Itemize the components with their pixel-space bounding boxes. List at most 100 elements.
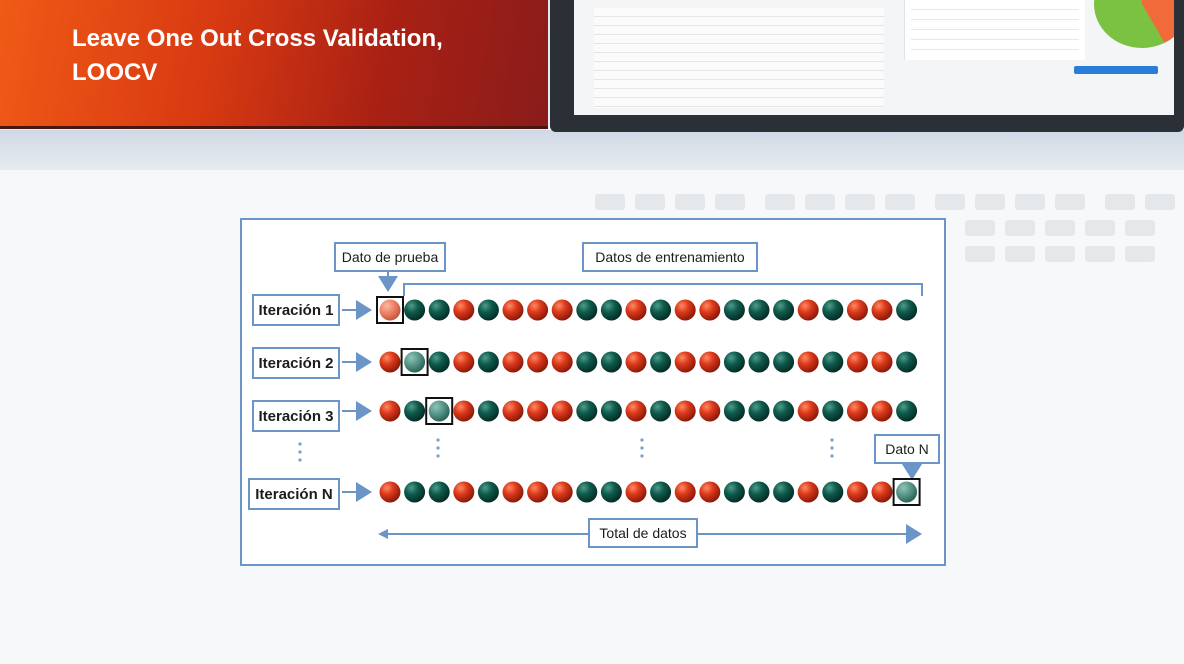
data-point-green bbox=[404, 299, 426, 321]
held-out-data-point bbox=[896, 481, 918, 503]
training-data-label: Datos de entrenamiento bbox=[582, 242, 758, 272]
data-point-green bbox=[896, 299, 918, 321]
background-keyboard bbox=[585, 180, 1184, 300]
data-point-green bbox=[428, 481, 450, 503]
held-out-highlight-box bbox=[425, 397, 454, 425]
held-out-data-point bbox=[379, 299, 401, 321]
total-arrow-left-head bbox=[378, 529, 388, 539]
ellipsis-dots bbox=[298, 438, 834, 462]
data-point-red bbox=[625, 400, 647, 422]
data-point-green bbox=[773, 299, 795, 321]
data-point-red bbox=[699, 400, 721, 422]
data-point-green bbox=[822, 400, 844, 422]
held-out-data-point bbox=[404, 351, 426, 373]
data-point-green bbox=[748, 299, 770, 321]
data-point-green bbox=[576, 400, 598, 422]
data-point-red bbox=[625, 351, 647, 373]
data-point-red bbox=[527, 481, 549, 503]
data-point-red bbox=[846, 351, 868, 373]
data-point-red bbox=[502, 481, 524, 503]
data-point-red bbox=[551, 299, 573, 321]
data-point-green bbox=[477, 299, 499, 321]
title-banner: Leave One Out Cross Validation, LOOCV bbox=[0, 0, 548, 129]
held-out-data-point bbox=[428, 400, 450, 422]
background-pie-chart bbox=[1094, 0, 1174, 48]
data-point-green bbox=[748, 481, 770, 503]
data-point-green bbox=[896, 400, 918, 422]
data-point-green bbox=[822, 481, 844, 503]
data-point-red bbox=[379, 481, 401, 503]
data-point-green bbox=[477, 481, 499, 503]
background-spreadsheet bbox=[594, 8, 884, 108]
data-point-red bbox=[699, 481, 721, 503]
data-point-green bbox=[600, 299, 622, 321]
data-point-green bbox=[576, 351, 598, 373]
data-point-red bbox=[699, 299, 721, 321]
data-point-green bbox=[650, 481, 672, 503]
data-point-red bbox=[453, 299, 475, 321]
iteration-2-label: Iteración 2 bbox=[252, 347, 340, 379]
data-point-red bbox=[625, 299, 647, 321]
data-point-green bbox=[748, 400, 770, 422]
held-out-highlight-box bbox=[376, 296, 404, 324]
data-point-red bbox=[527, 400, 549, 422]
data-point-red bbox=[846, 299, 868, 321]
data-point-green bbox=[576, 481, 598, 503]
iteration-1-label: Iteración 1 bbox=[252, 294, 340, 326]
data-point-red bbox=[674, 299, 696, 321]
background-laptop-screen bbox=[574, 0, 1174, 115]
data-point-green bbox=[773, 481, 795, 503]
data-point-red bbox=[551, 400, 573, 422]
data-point-green bbox=[723, 481, 745, 503]
data-point-green bbox=[723, 400, 745, 422]
loocv-diagram-canvas bbox=[298, 272, 923, 544]
data-point-green bbox=[723, 299, 745, 321]
data-point-red bbox=[502, 351, 524, 373]
data-point-green bbox=[600, 400, 622, 422]
data-point-green bbox=[600, 351, 622, 373]
data-point-red bbox=[871, 481, 893, 503]
data-point-green bbox=[822, 299, 844, 321]
data-point-red bbox=[797, 481, 819, 503]
data-point-green bbox=[477, 400, 499, 422]
data-point-green bbox=[428, 351, 450, 373]
background-desk bbox=[0, 130, 1184, 170]
data-point-green bbox=[404, 481, 426, 503]
data-point-green bbox=[477, 351, 499, 373]
data-point-red bbox=[871, 400, 893, 422]
held-out-highlight-box bbox=[892, 478, 921, 506]
dato-n-label: Dato N bbox=[874, 434, 940, 464]
data-point-green bbox=[773, 400, 795, 422]
data-point-red bbox=[379, 351, 401, 373]
data-point-green bbox=[650, 351, 672, 373]
data-point-red bbox=[527, 299, 549, 321]
data-point-red bbox=[551, 481, 573, 503]
data-point-green bbox=[576, 299, 598, 321]
slide-title: Leave One Out Cross Validation, LOOCV bbox=[72, 22, 512, 90]
test-data-label: Dato de prueba bbox=[334, 242, 446, 272]
data-point-red bbox=[674, 400, 696, 422]
data-point-red bbox=[453, 481, 475, 503]
data-point-green bbox=[723, 351, 745, 373]
data-point-green bbox=[822, 351, 844, 373]
loocv-diagram: Dato de prueba Datos de entrenamiento To… bbox=[240, 218, 946, 566]
iteration-n-label: Iteración N bbox=[248, 478, 340, 510]
data-point-red bbox=[453, 400, 475, 422]
data-point-red bbox=[797, 400, 819, 422]
held-out-highlight-box bbox=[400, 348, 429, 376]
data-point-red bbox=[453, 351, 475, 373]
data-point-red bbox=[674, 351, 696, 373]
data-point-green bbox=[650, 400, 672, 422]
data-point-red bbox=[379, 400, 401, 422]
data-point-red bbox=[797, 351, 819, 373]
background-button bbox=[1074, 66, 1158, 74]
total-data-label: Total de datos bbox=[588, 518, 698, 548]
data-point-red bbox=[699, 351, 721, 373]
slide-title-line-2: LOOCV bbox=[72, 59, 158, 86]
data-point-red bbox=[846, 481, 868, 503]
data-point-green bbox=[600, 481, 622, 503]
data-point-red bbox=[871, 351, 893, 373]
data-point-red bbox=[502, 299, 524, 321]
data-point-green bbox=[748, 351, 770, 373]
data-point-green bbox=[428, 299, 450, 321]
